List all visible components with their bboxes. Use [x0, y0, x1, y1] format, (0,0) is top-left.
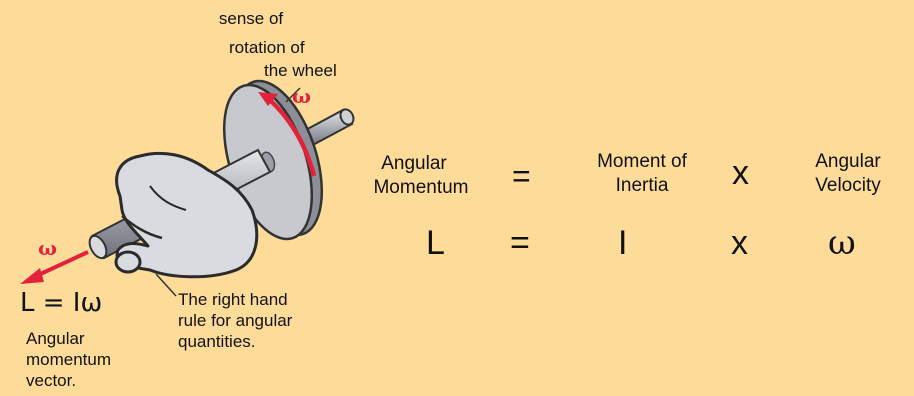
omega-axle-label: ω: [38, 236, 58, 260]
rotation-arrow: [258, 92, 317, 177]
eq-word-rhs: Angular Velocity: [798, 150, 898, 198]
eq-word-lhs-line-2: Momentum: [373, 177, 469, 198]
sense-line-2: rotation of: [229, 38, 305, 57]
vector-formula: L = Iω: [20, 288, 103, 318]
eq-word-lhs-line-1: Angular: [381, 153, 447, 174]
eq-word-lhs: Angular Momentum: [356, 152, 486, 200]
eq-symbol-lhs: L: [426, 224, 445, 262]
hand-caption-line-2: rule for angular: [178, 311, 293, 330]
hand-caption-line-1: The right hand: [178, 290, 288, 309]
vector-caption-line-1: Angular: [26, 329, 85, 348]
pointer-line-wheel: [285, 87, 301, 103]
eq-word-rhs-line-2: Velocity: [815, 175, 881, 196]
right-hand: [114, 151, 259, 279]
omega-wheel-label: ω: [292, 84, 312, 108]
eq-word-rhs-line-1: Angular: [815, 151, 881, 172]
eq-symbol-equals: =: [510, 224, 530, 262]
vector-caption-line-2: momentum: [26, 350, 112, 369]
eq-word-middle-line-2: Inertia: [615, 175, 669, 196]
eq-symbol-middle: I: [618, 224, 628, 262]
eq-symbol-rhs: ω: [828, 223, 856, 263]
vector-caption-line-3: vector.: [26, 371, 77, 390]
sense-line-1: sense of: [218, 9, 284, 28]
angular-momentum-arrow: [20, 250, 89, 284]
eq-word-times: x: [732, 154, 749, 192]
vector-caption: Angular momentum vector.: [26, 328, 111, 391]
sense-of-rotation-label: sense of: [196, 8, 326, 29]
eq-symbol-times: x: [731, 224, 748, 262]
hand-caption-line-3: quantities.: [178, 332, 256, 351]
sense-line-3: the wheel: [264, 61, 337, 80]
eq-word-equals: =: [512, 158, 531, 194]
hand-caption: The right hand rule for angular quantiti…: [178, 289, 292, 352]
eq-word-middle: Moment of Inertia: [572, 150, 712, 198]
eq-word-middle-line-1: Moment of: [597, 151, 687, 172]
pointer-line-hand: [155, 273, 177, 297]
